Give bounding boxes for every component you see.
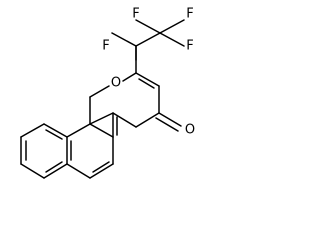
bond — [89, 163, 114, 179]
bond — [135, 112, 160, 128]
bond — [158, 112, 182, 127]
aromatic-bonds — [20, 123, 114, 179]
bond-inner — [138, 78, 155, 89]
bond — [66, 123, 91, 138]
fluorine-label: F — [102, 39, 109, 54]
bond — [159, 19, 185, 34]
bond — [43, 163, 68, 179]
bond-inner — [45, 129, 63, 140]
fluorine-label: F — [132, 7, 139, 22]
pyranone-bonds — [89, 72, 160, 138]
bond — [112, 112, 137, 128]
bond — [89, 112, 114, 125]
bond — [89, 123, 114, 138]
bond — [20, 123, 45, 138]
carbonyl-bonds — [155, 112, 182, 132]
molecule-drawing: F F F F O O — [20, 7, 195, 179]
bond — [122, 72, 137, 82]
bond — [66, 163, 91, 179]
tetrafluoroethyl-bonds — [111, 19, 185, 74]
bond — [155, 117, 179, 132]
bond — [89, 85, 110, 98]
bond — [135, 72, 160, 87]
fluorine-label: F — [186, 39, 193, 54]
bond — [135, 32, 161, 47]
bond — [159, 32, 185, 47]
structure-diagram: F F F F O O — [20, 6, 196, 179]
bond — [20, 163, 45, 179]
bond — [135, 19, 161, 34]
ring-oxygen-label: O — [111, 76, 121, 91]
bond — [111, 32, 137, 47]
bond — [43, 123, 68, 138]
fluorine-label: F — [186, 7, 193, 22]
carbonyl-oxygen-label: O — [185, 123, 195, 138]
bond-inner — [45, 161, 63, 173]
bond-inner — [92, 161, 110, 173]
